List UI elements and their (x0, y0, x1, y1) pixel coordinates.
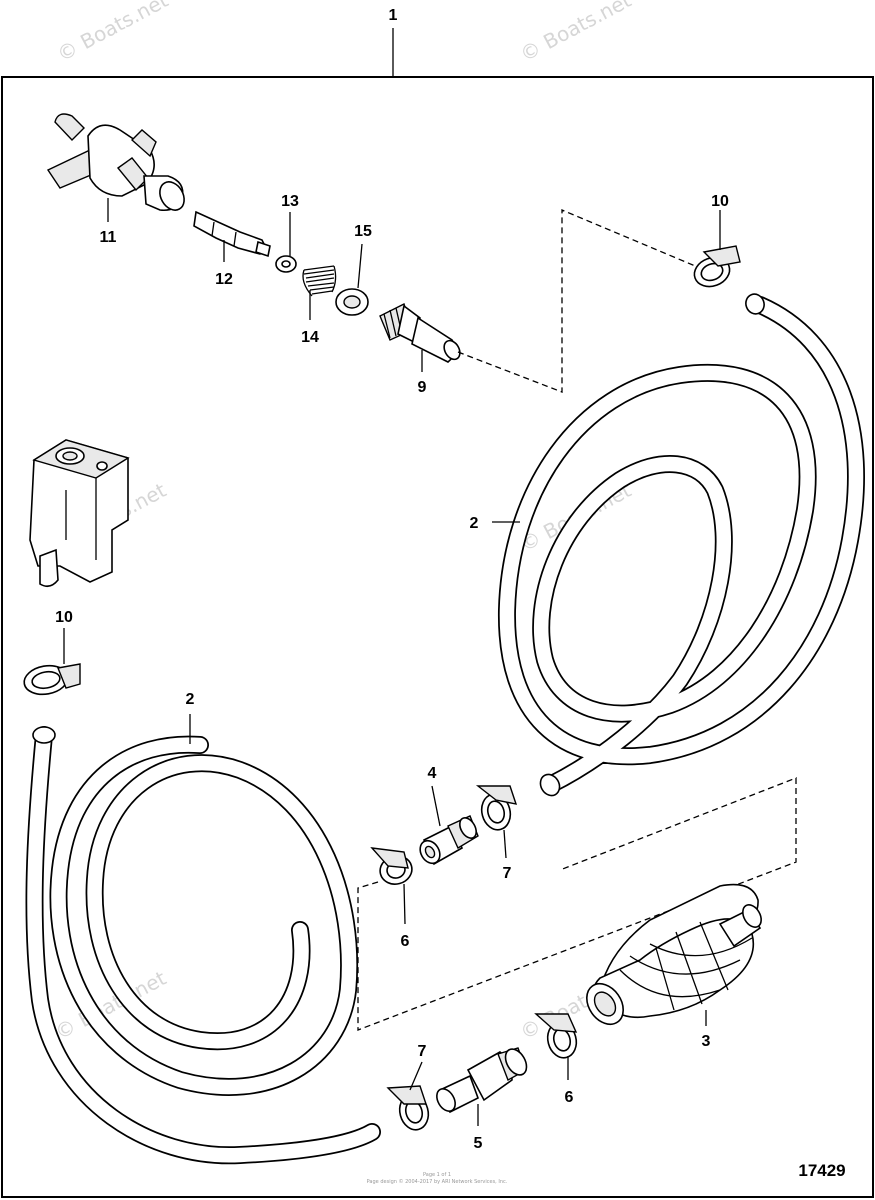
label-6-top: 6 (401, 933, 410, 950)
hose-clamp-10-left (23, 663, 81, 696)
label-15: 15 (354, 223, 372, 240)
watermark-2: © Boats.net (516, 0, 635, 66)
spring-14 (302, 265, 337, 297)
kit-frame (1, 76, 874, 1198)
leader-6-top (403, 883, 406, 925)
fuel-connector (46, 113, 185, 212)
label-3: 3 (702, 1033, 711, 1050)
label-13: 13 (281, 193, 299, 210)
label-7-bottom: 7 (418, 1043, 427, 1060)
hose-clamp-6-top (370, 847, 413, 885)
assembly-line-top (457, 209, 701, 393)
leader-7-top (503, 829, 507, 859)
label-5: 5 (474, 1135, 483, 1152)
label-9: 9 (418, 379, 427, 396)
label-6-bottom: 6 (565, 1089, 574, 1106)
hose-clamp-10-top (693, 245, 741, 288)
hose-fitting-9 (379, 303, 461, 363)
tank-connector (29, 439, 130, 588)
check-valve (193, 210, 271, 258)
label-10-left: 10 (55, 609, 73, 626)
footer-line-2: Page design © 2004-2017 by ARI Network S… (367, 1178, 508, 1185)
hose-clamp-7-top (475, 785, 518, 831)
hose-fitting-4 (419, 815, 479, 866)
fuel-hose-left (25, 726, 381, 1165)
primer-bulb (586, 883, 762, 1026)
hose-fitting-5 (436, 1047, 528, 1114)
hose-clamp-7-bottom (386, 1085, 430, 1131)
label-10-top: 10 (711, 193, 729, 210)
label-7-top: 7 (503, 865, 512, 882)
fuel-hose-right (497, 293, 865, 797)
leader-4 (431, 785, 441, 827)
label-2-left: 2 (186, 691, 195, 708)
leader-7-bottom (409, 1061, 423, 1091)
leader-15 (357, 243, 363, 289)
label-2-right: 2 (470, 515, 479, 532)
footer-line-1: Page 1 of 1 (423, 1172, 451, 1178)
label-11: 11 (100, 229, 117, 246)
watermark-1: © Boats.net (53, 0, 172, 66)
label-4: 4 (428, 765, 437, 782)
diagram-number: 17429 (798, 1161, 845, 1180)
hose-clamp-6-bottom (534, 1013, 578, 1059)
label-14: 14 (301, 329, 319, 346)
label-12: 12 (215, 271, 233, 288)
label-kit: 1 (389, 7, 398, 24)
